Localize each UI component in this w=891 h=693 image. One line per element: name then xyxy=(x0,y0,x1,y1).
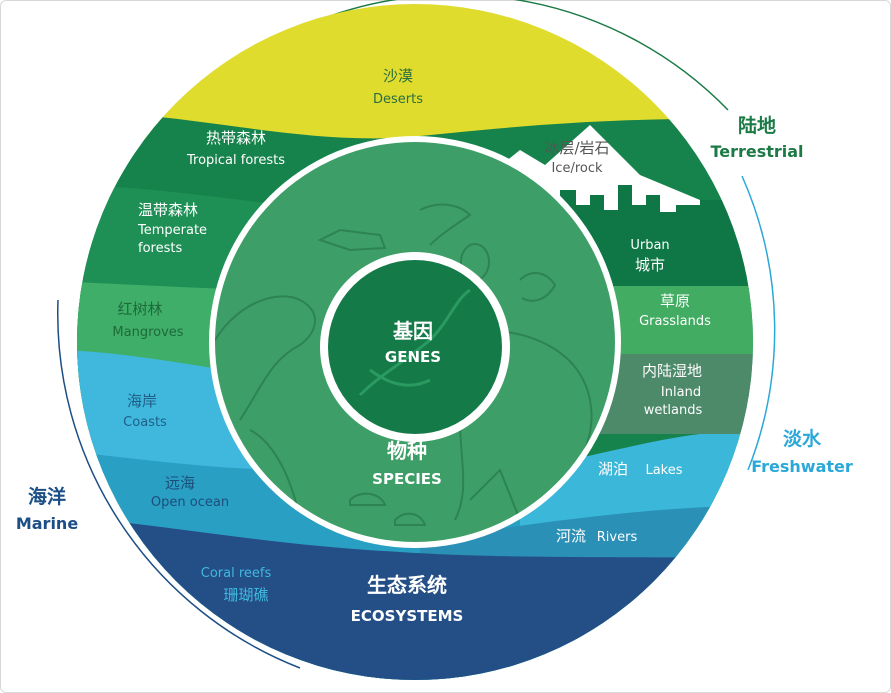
lakes-zh-label: 湖泊 xyxy=(598,460,628,478)
inland-wetlands-zh-label: 内陆湿地 xyxy=(642,362,702,380)
temperate-forests-zh-label: 温带森林 xyxy=(138,201,198,219)
rivers-en-label: Rivers xyxy=(597,530,638,545)
coral-reefs-en-label: Coral reefs xyxy=(201,566,272,581)
marine-en-label: Marine xyxy=(16,514,78,533)
species-en-label: SPECIES xyxy=(372,470,442,488)
temperate-forests-en1-label: Temperate xyxy=(137,223,207,238)
freshwater-en-label: Freshwater xyxy=(751,457,853,476)
open-ocean-zh-label: 远海 xyxy=(165,474,195,492)
grasslands-en-label: Grasslands xyxy=(639,314,711,329)
coasts-zh-label: 海岸 xyxy=(127,392,157,410)
inland-wetlands-en2-label: wetlands xyxy=(644,403,703,418)
urban-en-label: Urban xyxy=(630,238,669,253)
lakes-en-label: Lakes xyxy=(645,463,682,478)
deserts-zh-label: 沙漠 xyxy=(383,67,413,85)
terrestrial-zh-label: 陆地 xyxy=(738,114,776,137)
grasslands-zh-label: 草原 xyxy=(660,292,690,310)
tropical-forests-zh-label: 热带森林 xyxy=(206,129,266,147)
freshwater-zh-label: 淡水 xyxy=(783,428,822,450)
open-ocean-en-label: Open ocean xyxy=(151,495,229,510)
mangroves-en-label: Mangroves xyxy=(112,325,183,340)
genes-en-label: GENES xyxy=(385,348,441,366)
terrestrial-arc xyxy=(299,0,729,111)
ice-rock-en-label: Ice/rock xyxy=(551,161,603,176)
marine-zh-label: 海洋 xyxy=(28,485,66,508)
ice-rock-zh-label: 冰层/岩石 xyxy=(544,139,609,157)
ecosystems-en-label: ECOSYSTEMS xyxy=(351,607,464,625)
rivers-zh-label: 河流 xyxy=(556,527,586,545)
genes-zh-label: 基因 xyxy=(393,319,433,343)
species-zh-label: 物种 xyxy=(387,439,427,463)
ecosystems-zh-label: 生态系统 xyxy=(367,573,447,597)
mangroves-zh-label: 红树林 xyxy=(117,300,162,318)
temperate-forests-en2-label: forests xyxy=(138,241,182,256)
coral-reefs-zh-label: 珊瑚礁 xyxy=(223,586,268,604)
marine-arc xyxy=(57,299,301,669)
tropical-forests-en-label: Tropical forests xyxy=(186,153,285,168)
coasts-en-label: Coasts xyxy=(123,415,167,430)
terrestrial-en-label: Terrestrial xyxy=(710,142,803,161)
inland-wetlands-en1-label: Inland xyxy=(661,385,701,400)
dna-helix-icon xyxy=(358,288,471,397)
genes-core xyxy=(328,260,502,434)
urban-zh-label: 城市 xyxy=(635,256,665,274)
freshwater-arc xyxy=(741,175,776,471)
deserts-en-label: Deserts xyxy=(373,92,423,107)
